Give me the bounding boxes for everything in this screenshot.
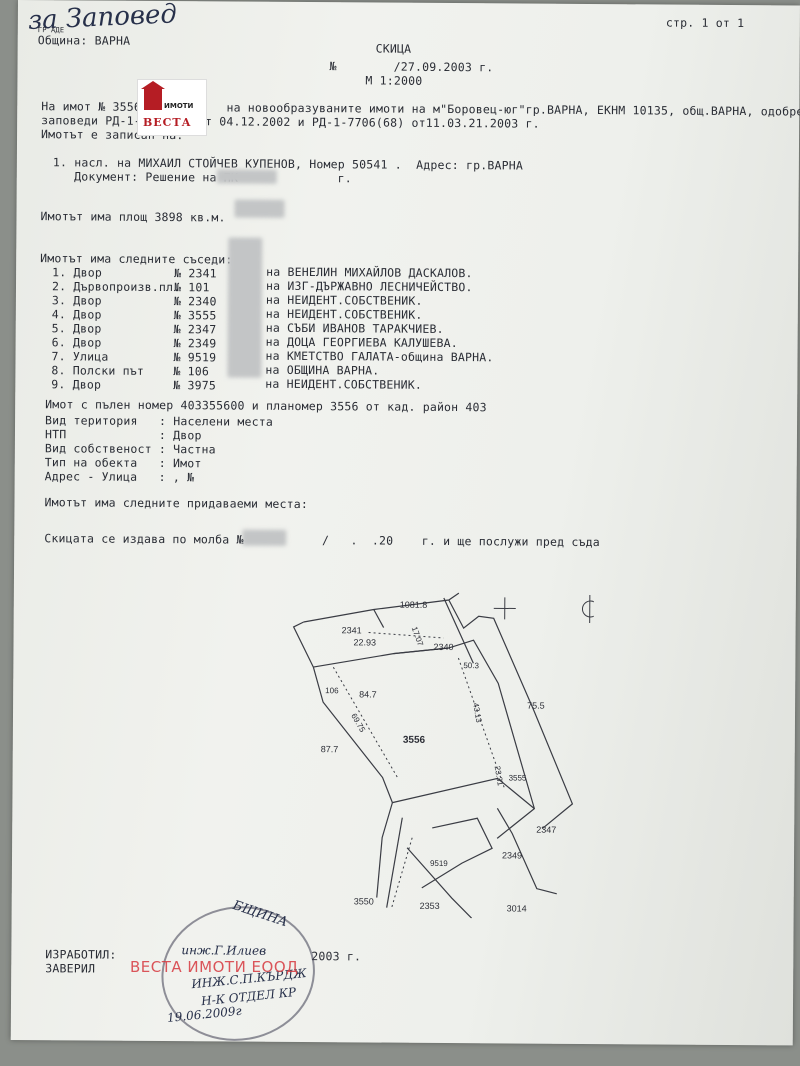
parcel-1081-label: 1081.8 xyxy=(400,600,428,610)
neighbor-3-owner: на НЕИДЕНТ.СОБСТВЕНИК. xyxy=(265,292,423,308)
neighbor-4-no: № 3555 xyxy=(173,308,217,323)
neighbor-6-type: 6. Двор xyxy=(51,335,102,350)
parcel-3550-label: 3550 xyxy=(354,896,374,906)
neighbor-1-no: № 2341 xyxy=(174,266,217,281)
neighbor-5-owner: на СЪБИ ИВАНОВ ТАРАКЧИЕВ. xyxy=(265,320,444,336)
area-line: Имотът има площ 3898 кв.м. xyxy=(40,209,226,225)
distance-2293: 22.93 xyxy=(353,637,376,647)
made-by-label: ИЗРАБОТИЛ: xyxy=(45,947,117,962)
appended-places: Имотът има следните придаваеми места: xyxy=(44,495,309,512)
detail-line-5: Тип на обекта : Имот xyxy=(44,455,202,471)
neighbor-1-type: 1. Двор xyxy=(52,265,103,280)
neighbor-6-owner: на ДОЦА ГЕОРГИЕВА КАЛУШЕВА. xyxy=(265,334,459,351)
neighbor-6-no: № 2349 xyxy=(173,336,217,351)
neighbor-9-type: 9. Двор xyxy=(51,377,102,392)
distance-847: 84.7 xyxy=(359,689,377,699)
cadastral-sketch: 3556 2341 2340 1081.8 106 3555 2347 2349… xyxy=(292,592,594,919)
page-counter: стр. 1 от 1 xyxy=(665,15,745,31)
parcel-2340-label: 2340 xyxy=(433,642,453,652)
neighbor-9-owner: на НЕИДЕНТ.СОБСТВЕНИК. xyxy=(265,376,423,392)
neighbor-3-type: 3. Двор xyxy=(51,293,102,308)
neighbor-9-no: № 3975 xyxy=(173,378,217,393)
parcel-3556-label: 3556 xyxy=(403,735,426,746)
issue-statement: Скицата се издава по молба № / . .20 г. … xyxy=(44,531,600,550)
detail-line-6: Адрес - Улица : , № xyxy=(44,469,195,485)
parcel-2349-label: 2349 xyxy=(502,850,522,860)
neighbor-4-owner: на НЕИДЕНТ.СОБСТВЕНИК. xyxy=(265,306,423,322)
house-icon xyxy=(141,81,165,110)
distance-2331: 23.31 xyxy=(493,765,505,787)
distance-755: 75.5 xyxy=(527,701,545,711)
parcel-3014-label: 3014 xyxy=(507,903,527,913)
scale: М 1:2000 xyxy=(365,73,423,88)
vesta-logo: ИМОТИ ВЕСТА xyxy=(137,79,207,136)
neighbor-7-no: № 9519 xyxy=(173,350,217,365)
municipality: Община: ВАРНА xyxy=(37,33,131,48)
document-line: Документ: Решение на ПК г. xyxy=(52,169,353,186)
parcel-3555-label: 3555 xyxy=(509,773,527,782)
detail-line-4: Вид собственост : Частна xyxy=(44,441,216,457)
neighbor-8-owner: на ОБЩИНА ВАРНА. xyxy=(265,362,380,378)
distance-6975: 69.75 xyxy=(349,712,367,734)
detail-line-3: НТП : Двор xyxy=(44,427,202,443)
watermark: ВЕСТА ИМОТИ ЕООД xyxy=(130,958,299,976)
neighbor-5-type: 5. Двор xyxy=(51,321,102,336)
parcel-9519-label: 9519 xyxy=(430,859,448,868)
detail-line-1: Имот с пълен номер 403355600 и планомер … xyxy=(45,397,487,415)
neighbor-3-no: № 2340 xyxy=(173,294,217,309)
verified-label: ЗАВЕРИЛ xyxy=(45,961,96,976)
parcel-2353-label: 2353 xyxy=(420,901,440,911)
neighbor-7-type: 7. Улица xyxy=(51,349,109,364)
neighbor-8-type: 8. Полски път xyxy=(51,363,145,378)
neighbor-5-no: № 2347 xyxy=(173,322,217,337)
neighbor-2-type: 2. Дървопроизв.пл. xyxy=(51,279,181,295)
neighbor-8-no: № 106 xyxy=(173,364,210,379)
parcel-2341-label: 2341 xyxy=(342,625,362,635)
document-number: № /27.09.2003 г. xyxy=(329,59,494,75)
distance-4313: 43.13 xyxy=(471,702,483,724)
distance-1707: 17.07 xyxy=(410,625,425,647)
neighbor-4-type: 4. Двор xyxy=(51,307,102,322)
neighbor-2-no: № 101 xyxy=(173,280,210,295)
document-title: СКИЦА xyxy=(375,41,412,56)
parcel-2347-label: 2347 xyxy=(536,825,556,835)
redaction xyxy=(227,237,263,378)
footer-year: 2003 г. xyxy=(311,949,362,964)
distance-877: 87.7 xyxy=(321,744,339,754)
redaction xyxy=(216,169,277,184)
document-sheet: за Заповед стр. 1 от 1 ГР АДЕ Община: ВА… xyxy=(10,0,800,1053)
logo-brand-text: ВЕСТА xyxy=(143,116,192,129)
distance-503: 50.3 xyxy=(463,661,479,670)
logo-small-text: ИМОТИ xyxy=(164,102,194,110)
redaction xyxy=(234,199,285,218)
parcel-106-label: 106 xyxy=(325,686,339,695)
neighbors-heading: Имотът има следните съседи: xyxy=(40,251,233,267)
